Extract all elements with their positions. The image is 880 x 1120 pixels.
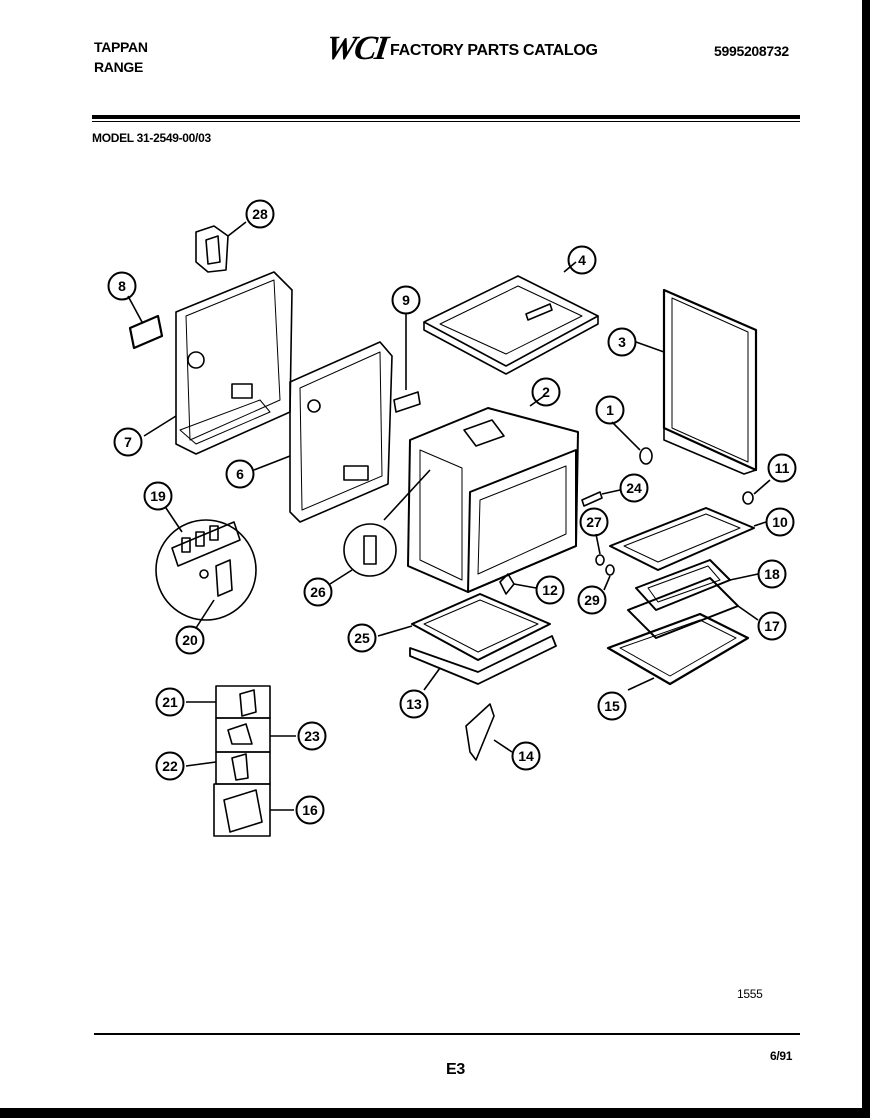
callout-label: 15 [604, 698, 620, 714]
brand-name: TAPPAN [94, 39, 148, 55]
callout-4: 4 [567, 245, 597, 275]
part-hinge-12 [499, 573, 537, 595]
model-number: MODEL 31-2549-00/03 [92, 131, 211, 145]
header-rule [92, 115, 800, 119]
callout-17: 17 [757, 611, 787, 641]
callout-22: 22 [155, 751, 185, 781]
callout-label: 13 [406, 696, 422, 712]
callout-18: 18 [757, 559, 787, 589]
part-detail-19-20 [155, 507, 257, 629]
callout-23: 23 [297, 721, 327, 751]
part-oven-body-2 [407, 395, 579, 593]
callout-label: 18 [764, 566, 780, 582]
callout-19: 19 [143, 481, 173, 511]
callout-label: 20 [182, 632, 198, 648]
callout-label: 23 [304, 728, 320, 744]
revision-date: 6/91 [770, 1049, 793, 1063]
callout-3: 3 [607, 327, 637, 357]
callout-25: 25 [347, 623, 377, 653]
part-screw-29 [603, 564, 615, 591]
figure-number: 1555 [737, 987, 763, 1001]
part-rack-10 [609, 507, 767, 571]
callout-label: 6 [236, 466, 244, 482]
product-type: RANGE [94, 59, 144, 75]
callout-label: 25 [354, 630, 370, 646]
part-screw-27 [595, 533, 605, 566]
callout-label: 1 [606, 402, 614, 418]
callout-label: 17 [764, 618, 780, 634]
part-clip-24 [581, 489, 621, 507]
header-rule-thin [92, 121, 800, 122]
callout-16: 16 [295, 795, 325, 825]
callout-27: 27 [579, 507, 609, 537]
catalog-title: FACTORY PARTS CATALOG [390, 42, 598, 59]
callout-10: 10 [765, 507, 795, 537]
callout-1: 1 [595, 395, 625, 425]
part-knob-11 [742, 479, 771, 505]
callout-label: 27 [586, 514, 602, 530]
callout-13: 13 [399, 689, 429, 719]
part-drawer-13 [409, 635, 557, 691]
callout-label: 14 [518, 748, 534, 764]
part-drawer-frame-15 [606, 612, 750, 691]
callout-label: 22 [162, 758, 178, 774]
callout-label: 10 [772, 514, 788, 530]
callout-2: 2 [531, 377, 561, 407]
part-spring-14 [465, 703, 513, 761]
callout-14: 14 [511, 741, 541, 771]
callout-24: 24 [619, 473, 649, 503]
part-door-frame-3 [635, 288, 758, 475]
callout-12: 12 [535, 575, 565, 605]
callout-label: 24 [626, 480, 642, 496]
callout-label: 11 [775, 460, 790, 476]
callout-26: 26 [303, 577, 333, 607]
part-controls-column [185, 685, 296, 837]
callout-15: 15 [597, 691, 627, 721]
callout-7: 7 [113, 427, 143, 457]
callout-11: 11 [767, 453, 797, 483]
callout-9: 9 [391, 285, 421, 315]
callout-label: 2 [542, 384, 550, 400]
callout-28: 28 [245, 199, 275, 229]
callout-8: 8 [107, 271, 137, 301]
part-broil-pan-17 [627, 577, 759, 639]
part-bracket-28 [195, 221, 247, 273]
callout-label: 28 [252, 206, 268, 222]
catalog-part-number: 5995208732 [714, 43, 789, 59]
part-back-panel-7 [143, 271, 293, 455]
callout-label: 4 [578, 252, 586, 268]
part-detail-26 [329, 469, 431, 585]
callout-29: 29 [577, 585, 607, 615]
part-strip-9 [393, 314, 421, 413]
callout-label: 3 [618, 334, 626, 350]
part-side-panel-6 [253, 341, 393, 523]
callout-label: 7 [124, 434, 132, 450]
callout-label: 26 [310, 584, 326, 600]
callout-label: 9 [402, 292, 410, 308]
part-knob-1 [611, 421, 653, 465]
callout-label: 12 [542, 582, 558, 598]
callout-6: 6 [225, 459, 255, 489]
part-cooktop-4 [423, 261, 599, 375]
part-plate-8 [127, 295, 164, 350]
callout-label: 21 [162, 694, 178, 710]
footer-rule [94, 1033, 800, 1035]
callout-label: 29 [584, 592, 600, 608]
callout-21: 21 [155, 687, 185, 717]
callout-20: 20 [175, 625, 205, 655]
callout-label: 8 [118, 278, 126, 294]
callout-label: 16 [302, 802, 318, 818]
part-insulation-25 [377, 593, 551, 661]
page-code: E3 [446, 1061, 465, 1078]
callout-label: 19 [150, 488, 166, 504]
